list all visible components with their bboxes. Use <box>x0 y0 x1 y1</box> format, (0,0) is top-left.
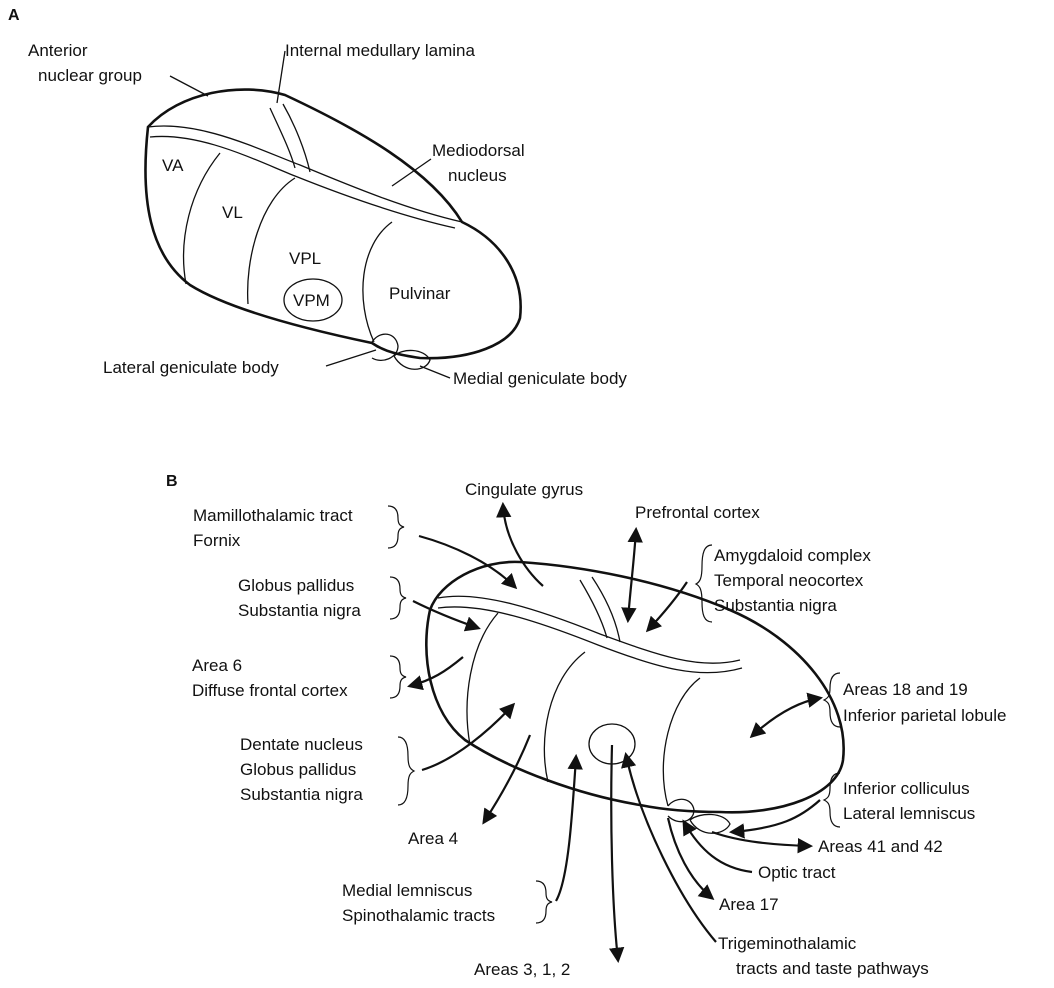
lamina-b-upper <box>438 596 740 663</box>
areas-3-1-2-arrow <box>611 745 618 960</box>
inferior-colliculus-arrow <box>732 800 820 832</box>
va-label: VA <box>162 156 184 175</box>
mediodorsal-label-1: Mediodorsal <box>432 141 525 160</box>
thalamus-a <box>145 90 520 370</box>
anterior-leader <box>170 76 208 96</box>
substantia-nigra-label-3: Substantia nigra <box>714 596 837 615</box>
lamina-a-branch-1 <box>270 108 295 168</box>
vpl-pulvinar-border <box>363 222 392 342</box>
globus-brace-1 <box>390 577 406 619</box>
inferior-colliculus-label: Inferior colliculus <box>843 779 970 798</box>
substantia-nigra-label-1: Substantia nigra <box>238 601 361 620</box>
cingulate-arrow <box>503 505 543 586</box>
vpm-label: VPM <box>293 291 330 310</box>
medial-lemniscus-arrow <box>556 757 576 901</box>
lamina-a-branch-2 <box>283 104 310 172</box>
lateral-lemniscus-label: Lateral lemniscus <box>843 804 975 823</box>
b-medial-geniculate-shape <box>690 814 730 833</box>
areas-3-1-2-label: Areas 3, 1, 2 <box>474 960 570 979</box>
lateral-geniculate-leader <box>326 350 376 366</box>
amygdaloid-arrow <box>648 582 687 630</box>
amygdaloid-label: Amygdaloid complex <box>714 546 871 565</box>
mamillothalamic-label: Mamillothalamic tract <box>193 506 353 525</box>
medial-geniculate-leader <box>420 366 450 378</box>
cingulate-gyrus-label: Cingulate gyrus <box>465 480 583 499</box>
areas-18-19-label: Areas 18 and 19 <box>843 680 968 699</box>
medial-lemniscus-brace <box>536 881 552 923</box>
vl-label: VL <box>222 203 243 222</box>
amygdaloid-brace <box>696 545 712 622</box>
globus-pallidus-label-2: Globus pallidus <box>240 760 356 779</box>
diffuse-frontal-label: Diffuse frontal cortex <box>192 681 348 700</box>
va-vl-border <box>184 153 220 284</box>
areas-18-19-arrow <box>752 698 820 736</box>
panel-b-label: B <box>166 473 178 490</box>
vpl-label: VPL <box>289 249 321 268</box>
vl-vpl-border <box>248 178 295 304</box>
area6-arrow <box>410 657 463 686</box>
temporal-neocortex-label: Temporal neocortex <box>714 571 864 590</box>
globus-arrow-1 <box>413 601 478 628</box>
optic-tract-label: Optic tract <box>758 863 836 882</box>
dentate-brace <box>398 737 414 805</box>
anterior-nuclear-group-label-2: nuclear group <box>38 66 142 85</box>
area6-label: Area 6 <box>192 656 242 675</box>
b-vl-vpl-border <box>544 652 585 782</box>
pulvinar-label: Pulvinar <box>389 284 451 303</box>
medial-geniculate-label: Medial geniculate body <box>453 369 627 388</box>
panel-a-label: A <box>8 7 20 24</box>
inferior-parietal-label: Inferior parietal lobule <box>843 706 1006 725</box>
lateral-geniculate-label: Lateral geniculate body <box>103 358 279 377</box>
trigeminothalamic-label-1: Trigeminothalamic <box>718 934 857 953</box>
prefrontal-arrow <box>628 530 636 620</box>
mediodorsal-label-2: nucleus <box>448 166 507 185</box>
trigeminothalamic-label-2: tracts and taste pathways <box>736 959 929 978</box>
lamina-b-branch-1 <box>580 580 607 638</box>
anterior-nuclear-group-label-1: Anterior <box>28 41 88 60</box>
lamina-a-lower <box>150 136 455 228</box>
fornix-label: Fornix <box>193 531 241 550</box>
globus-pallidus-label-1: Globus pallidus <box>238 576 354 595</box>
areas-41-42-arrow <box>712 832 810 846</box>
optic-tract-arrow <box>684 822 752 872</box>
medial-lemniscus-label: Medial lemniscus <box>342 881 472 900</box>
spinothalamic-label: Spinothalamic tracts <box>342 906 495 925</box>
substantia-nigra-label-2: Substantia nigra <box>240 785 363 804</box>
area17-label: Area 17 <box>719 895 779 914</box>
area4-arrow <box>484 735 530 822</box>
areas-41-42-label: Areas 41 and 42 <box>818 837 943 856</box>
mamillothalamic-brace <box>388 506 404 548</box>
b-vpl-pulvinar-border <box>663 678 700 806</box>
area4-label: Area 4 <box>408 829 458 848</box>
area6-brace <box>390 656 406 698</box>
internal-medullary-lamina-label: Internal medullary lamina <box>285 41 475 60</box>
mediodorsal-leader <box>392 159 431 186</box>
dentate-nucleus-label: Dentate nucleus <box>240 735 363 754</box>
prefrontal-cortex-label: Prefrontal cortex <box>635 503 760 522</box>
